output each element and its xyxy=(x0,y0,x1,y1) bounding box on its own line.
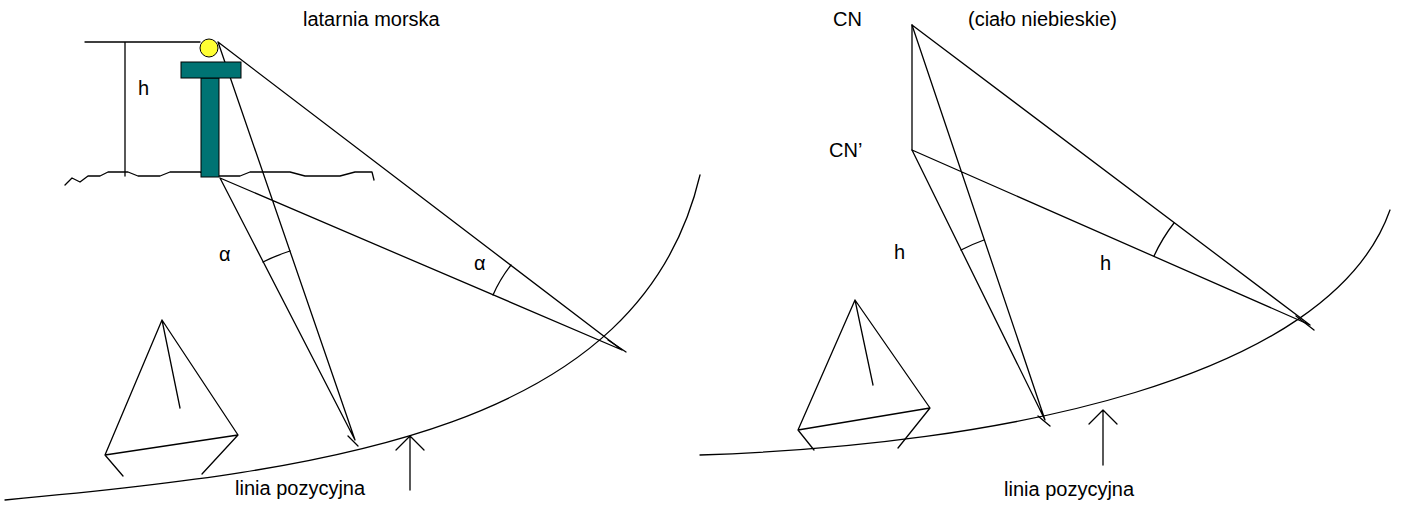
sight-line xyxy=(912,25,1310,420)
position-line xyxy=(5,175,700,500)
position-line-label: linia pozycyjna xyxy=(235,477,365,500)
position-line xyxy=(700,210,1390,455)
angle-arc xyxy=(263,251,511,295)
height-label: h xyxy=(138,77,149,100)
point-label: CN’ xyxy=(829,139,862,162)
angle-label: α xyxy=(219,243,231,266)
pointer-arrow xyxy=(396,436,424,490)
vertical-line xyxy=(911,25,912,150)
altitude-label: h xyxy=(1100,252,1111,275)
line-end-tick xyxy=(348,340,626,446)
altitude-label: h xyxy=(894,241,905,264)
position-line-label: linia pozycyjna xyxy=(1004,478,1134,501)
lighthouse-gallery xyxy=(181,62,241,78)
angle-label: α xyxy=(474,252,486,275)
point-label: CN xyxy=(833,8,862,31)
pointer-arrow xyxy=(1089,410,1117,465)
line-end-tick xyxy=(1038,316,1314,426)
sight-line xyxy=(218,42,622,440)
sailboat xyxy=(105,320,238,476)
caption-label: latarnia morska xyxy=(303,8,440,31)
sailboat xyxy=(798,300,930,450)
angle-arc xyxy=(961,223,1174,256)
lighthouse-light xyxy=(200,39,218,57)
lighthouse-tower xyxy=(201,78,219,177)
caption-label: (ciało niebieskie) xyxy=(968,8,1117,31)
